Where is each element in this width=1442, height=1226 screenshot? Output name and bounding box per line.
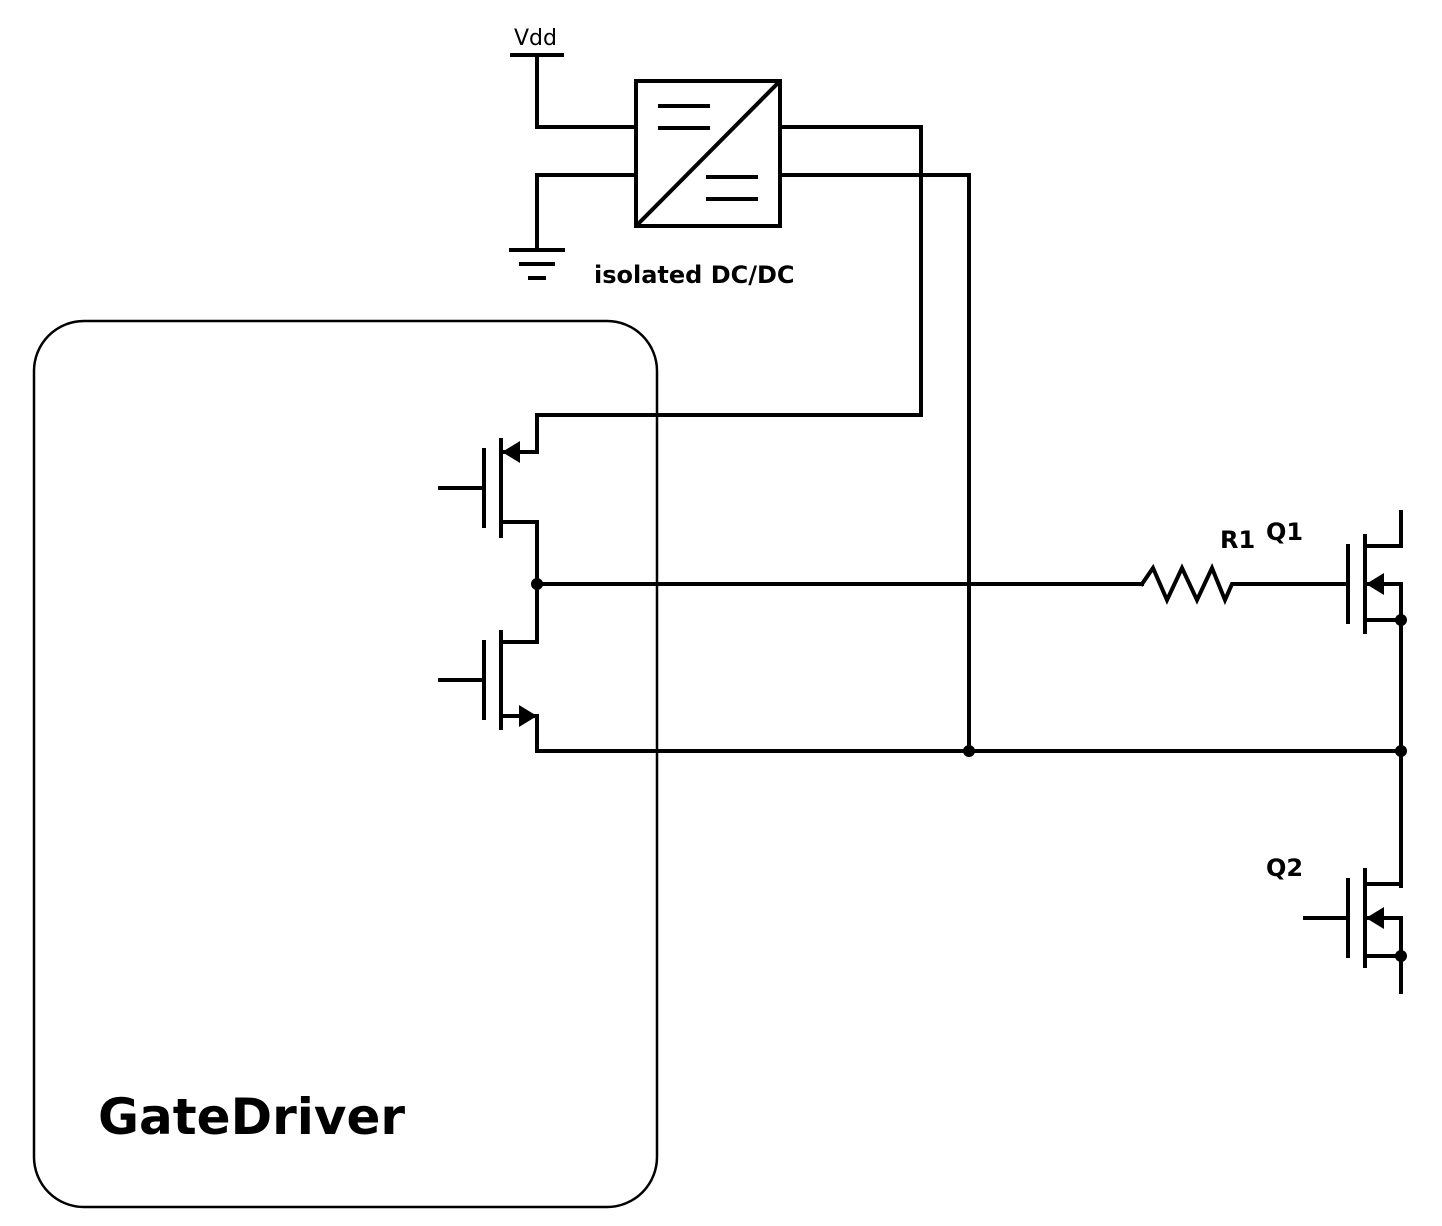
junction-dot	[1395, 614, 1407, 626]
dcdc-label: isolated DC/DC	[594, 261, 795, 289]
q2-label: Q2	[1266, 854, 1303, 882]
gate-driver-box	[32, 319, 659, 1209]
junction-dot	[1395, 745, 1407, 757]
ground-symbol	[509, 173, 638, 280]
lower-driver-transistor	[438, 582, 1403, 753]
q1-mosfet	[1346, 510, 1403, 888]
isolated-dcdc-converter	[634, 79, 782, 228]
dcdc-positive-output-wire	[535, 125, 923, 450]
junction-dot	[1395, 950, 1407, 962]
resistor-r1	[1139, 563, 1350, 606]
q2-mosfet	[1303, 868, 1403, 994]
q1-label: Q1	[1266, 518, 1303, 546]
junction-dot	[531, 578, 543, 590]
junction-dot	[963, 745, 975, 757]
dcdc-negative-output-wire	[778, 173, 971, 753]
vdd-supply-symbol	[510, 53, 638, 129]
r1-label: R1	[1220, 526, 1255, 554]
gate-driver-label: GateDriver	[98, 1088, 405, 1146]
vdd-label: Vdd	[514, 26, 557, 51]
upper-driver-transistor	[438, 438, 539, 586]
